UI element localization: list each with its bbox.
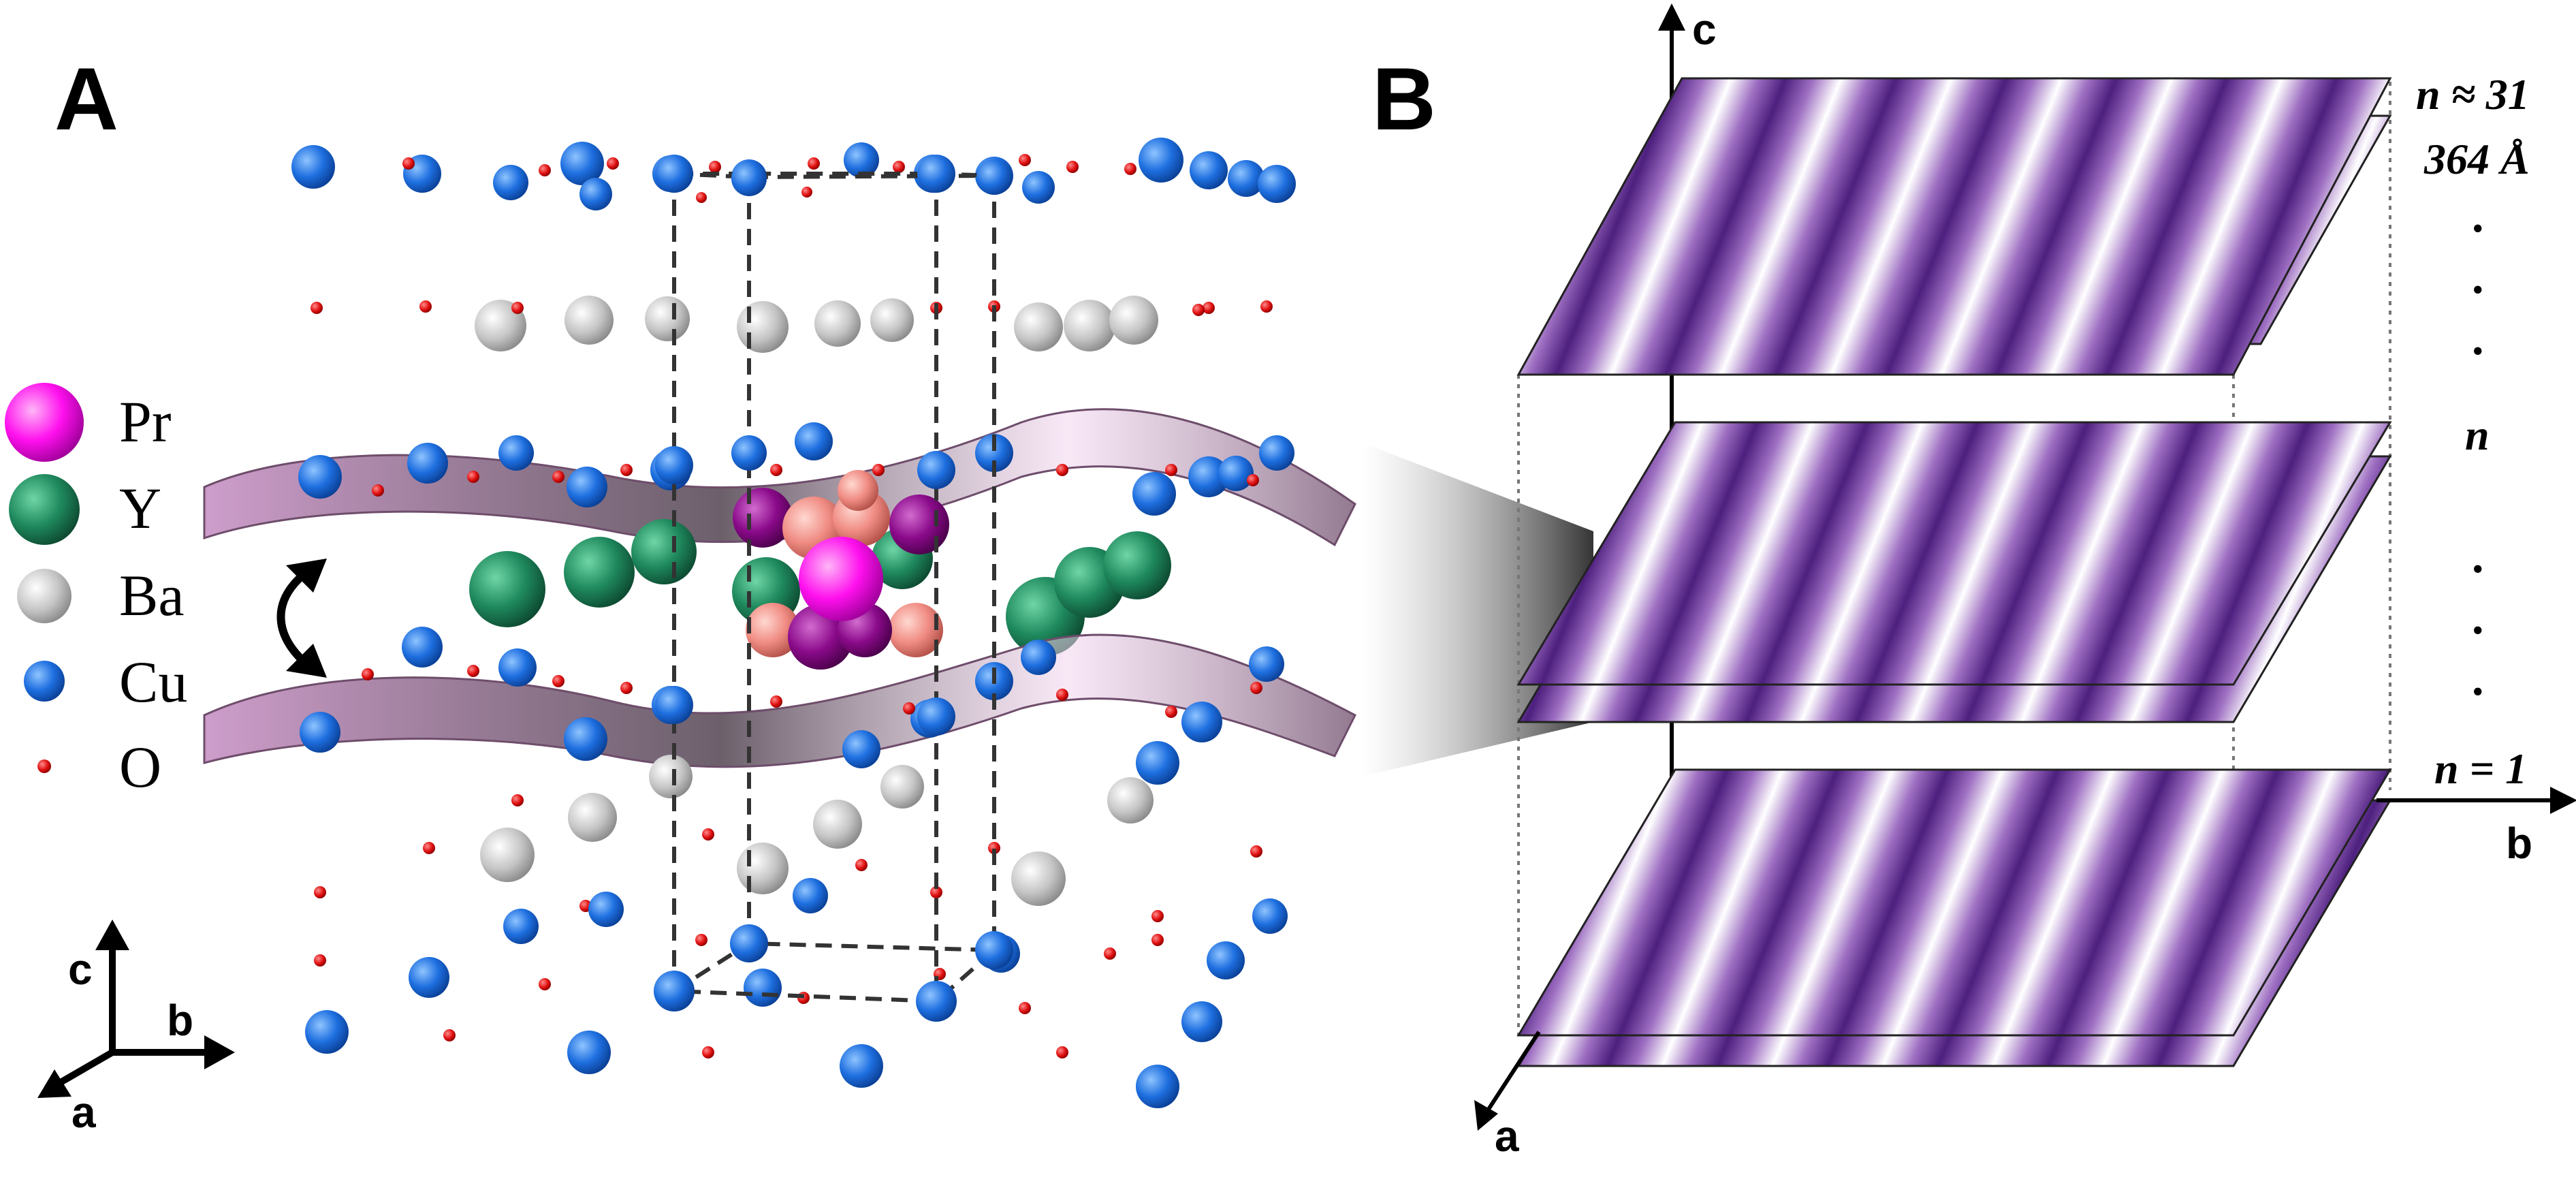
legend-o-swatch (37, 759, 51, 773)
o-atoms-upper (311, 300, 1273, 316)
layer-top-label: n ≈ 31 (2416, 70, 2530, 119)
legend-ba-label: Ba (119, 563, 185, 628)
axis-a-a-label: a (71, 1088, 96, 1137)
axis-a-a-arrow-icon (37, 1069, 71, 1098)
axis-a-b-arrow-icon (204, 1035, 235, 1069)
ba-atoms-upper (475, 296, 1158, 353)
layer-thickness-label: 364 Å (2423, 135, 2530, 183)
legend: Pr Y Ba Cu O (5, 383, 187, 800)
axis-b-b-arrow-icon (2550, 787, 2576, 814)
dot-1: . (2472, 190, 2484, 242)
panel-b-label: B (1372, 49, 1436, 148)
upper-cuo2-surface (203, 408, 1356, 547)
legend-y-label: Y (119, 475, 161, 541)
legend-pr-label: Pr (119, 389, 171, 454)
legend-cu-swatch (24, 661, 65, 702)
layer-middle (1516, 421, 2392, 723)
axis-b-c-arrow-icon (1658, 3, 1685, 31)
axis-b-a-arrow-icon (1474, 1100, 1498, 1131)
layer-bottom (1516, 768, 2392, 1067)
dot-2: . (2472, 251, 2484, 304)
layer-guides (1517, 82, 2391, 1035)
layer-bottom-label: n = 1 (2434, 744, 2527, 793)
axis-a-b-label: b (167, 996, 193, 1045)
lower-cuo2-surface (203, 633, 1356, 768)
ba-atoms-lower (480, 755, 1154, 906)
unit-cell-corners (654, 155, 1013, 1022)
legend-pr-swatch (5, 383, 84, 462)
cu-atoms-bottom (305, 878, 1288, 1108)
rotation-arrow-head-bottom (286, 644, 327, 678)
legend-cu-label: Cu (119, 649, 187, 715)
o-atoms-lower-plane (362, 665, 1262, 718)
layer-middle-label: n (2465, 411, 2490, 459)
dot-3: . (2472, 313, 2484, 365)
o-atoms-upper-plane (372, 464, 1259, 497)
rotation-arrow-icon (276, 569, 310, 668)
layer-top (1516, 77, 2392, 376)
dot-6: . (2472, 653, 2484, 706)
o-atoms-top (402, 154, 1136, 203)
axis-a-c-arrow-icon (95, 920, 129, 950)
legend-o-label: O (119, 734, 161, 800)
axis-b-a-line (1486, 1031, 1541, 1112)
axis-a-c-label: c (68, 945, 93, 994)
legend-ba-swatch (17, 569, 71, 623)
axis-b-a-label: a (1495, 1112, 1519, 1161)
panel-a-label: A (54, 49, 118, 148)
axis-b-c-label: c (1692, 5, 1717, 54)
legend-y-swatch (9, 474, 80, 545)
dot-5: . (2472, 592, 2484, 644)
magnification-beam (1362, 443, 1593, 776)
axis-b-b-label: b (2506, 819, 2532, 868)
o-atoms-lower (314, 794, 1262, 922)
rotation-arrow-head-top (286, 559, 327, 593)
pr-cluster (733, 470, 949, 670)
dot-4: . (2472, 531, 2484, 583)
